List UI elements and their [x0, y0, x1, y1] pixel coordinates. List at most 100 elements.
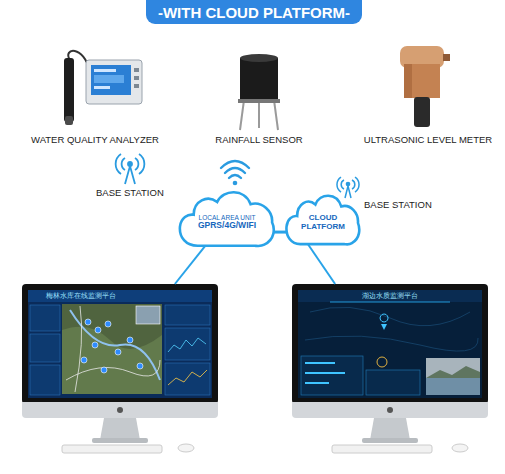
monitor-frame	[362, 438, 418, 443]
monitor-frame	[370, 418, 410, 440]
rainfall-sensor-picture	[240, 58, 278, 102]
cloud-text: CLOUD PLATFORM	[297, 213, 349, 231]
map-dashboard-screen	[30, 305, 210, 395]
station-label: BASE STATION	[364, 199, 432, 210]
cloud-text-box: CLOUD PLATFORM	[285, 190, 361, 248]
ultrasonic-level-meter-picture	[404, 64, 412, 98]
station-label: BASE STATION	[96, 187, 164, 198]
lake-dashboard-screen	[301, 356, 363, 395]
monitor-screen: 湖边水质监测平台	[292, 284, 488, 404]
connector-line	[308, 244, 335, 284]
monitor-screen: 梅林水库在线监测平台	[22, 284, 218, 404]
water-quality-analyzer-picture	[65, 116, 73, 125]
lake-dashboard-screen	[381, 324, 387, 330]
ultrasonic-level-meter-picture	[404, 64, 440, 98]
rainfall-sensor-picture	[240, 100, 244, 130]
map-dashboard-screen	[137, 363, 143, 369]
lake-dashboard-screen	[301, 356, 420, 395]
device-name: ULTRASONIC LEVEL METER	[364, 134, 492, 145]
rainfall-sensor-picture	[238, 54, 280, 130]
monitor-frame	[22, 284, 218, 404]
title-text: -WITH CLOUD PLATFORM-	[158, 4, 350, 21]
monitor-frame	[117, 407, 123, 413]
connector-line	[274, 231, 287, 234]
base-station-icon	[135, 158, 138, 170]
monitor-frame	[387, 407, 393, 413]
map-dashboard-screen	[85, 319, 91, 325]
map-dashboard-screen	[165, 363, 210, 395]
water-quality-analyzer-picture	[94, 69, 116, 72]
water-quality-analyzer-picture	[134, 76, 139, 80]
ultrasonic-level-meter-picture	[414, 97, 430, 127]
water-quality-analyzer-picture	[94, 75, 124, 83]
map-dashboard-screen	[30, 334, 60, 362]
water-quality-analyzer-picture	[86, 60, 142, 104]
base-station-icon	[337, 177, 341, 192]
lake-dashboard-screen	[426, 378, 480, 395]
ultrasonic-level-meter-picture	[400, 46, 450, 127]
lake-dashboard-screen	[298, 290, 482, 398]
lake-dashboard-screen	[305, 372, 345, 374]
monitor-frame	[292, 284, 488, 404]
monitor-frame	[100, 418, 140, 440]
map-dashboard-screen	[92, 342, 98, 348]
base-station-icon	[116, 154, 121, 174]
map-dashboard-screen	[115, 349, 121, 355]
rainfall-sensor-picture	[238, 99, 280, 103]
map-dashboard-screen	[30, 305, 60, 331]
lake-dashboard-screen	[305, 382, 329, 384]
rainfall-sensor-picture	[258, 102, 260, 128]
wifi-symbol	[225, 168, 245, 173]
water-quality-analyzer-picture	[134, 84, 139, 88]
cloud-text: LOCAL AREA UNIT	[199, 214, 256, 221]
wifi-symbol	[221, 161, 249, 185]
cloud-outline	[286, 196, 359, 245]
map-dashboard-screen	[127, 337, 133, 343]
device-caption: RAINFALL SENSOR	[215, 134, 302, 145]
monitor-frame	[178, 444, 194, 452]
connector-line	[175, 246, 206, 284]
map-dashboard-screen	[75, 306, 82, 392]
monitor-frame	[292, 284, 488, 453]
base-station-icon	[346, 182, 349, 185]
base-station-icon	[341, 180, 344, 189]
map-dashboard-screen	[81, 357, 87, 363]
cloud-shape: CLOUD PLATFORM	[285, 190, 361, 248]
map-dashboard-screen	[165, 305, 210, 325]
map-dashboard-screen	[105, 321, 111, 327]
cloud-text-box: LOCAL AREA UNITGPRS/4G/WIFI	[178, 186, 276, 250]
water-quality-analyzer-picture	[64, 51, 142, 125]
water-quality-analyzer-picture	[134, 68, 139, 72]
map-dashboard-screen	[62, 304, 162, 394]
base-station-icon	[355, 177, 359, 192]
cloud-shape: LOCAL AREA UNITGPRS/4G/WIFI	[178, 186, 276, 250]
map-dashboard-screen	[81, 319, 143, 373]
monitor-frame	[92, 438, 148, 443]
water-quality-analyzer-picture	[91, 65, 131, 95]
map-dashboard-screen	[28, 290, 212, 398]
water-quality-analyzer-picture	[64, 58, 74, 122]
map-dashboard-screen	[28, 290, 212, 302]
lake-dashboard-screen	[366, 370, 420, 395]
device-name: RAINFALL SENSOR	[215, 134, 302, 145]
rainfall-sensor-picture	[240, 54, 278, 62]
lake-dashboard-screen	[426, 358, 480, 395]
screen-title: 湖边水质监测平台	[292, 293, 488, 300]
map-dashboard-screen	[165, 328, 210, 360]
cloud-text: GPRS/4G/WIFI	[198, 221, 256, 231]
monitor-frame	[22, 284, 218, 453]
device-caption: WATER QUALITY ANALYZER	[31, 134, 159, 145]
monitor-frame	[22, 402, 218, 418]
lake-dashboard-screen	[426, 366, 480, 378]
map-dashboard-screen	[30, 365, 60, 395]
wifi-symbol	[233, 181, 238, 186]
title-banner: -WITH CLOUD PLATFORM-	[146, 0, 362, 24]
ultrasonic-level-meter-picture	[443, 54, 450, 61]
device-caption: ULTRASONIC LEVEL METER	[364, 134, 492, 145]
lake-dashboard-screen	[330, 302, 450, 303]
base-station-icon	[122, 158, 125, 170]
wifi-symbol	[221, 161, 249, 168]
monitor-frame	[332, 445, 432, 453]
map-dashboard-screen	[136, 306, 160, 324]
